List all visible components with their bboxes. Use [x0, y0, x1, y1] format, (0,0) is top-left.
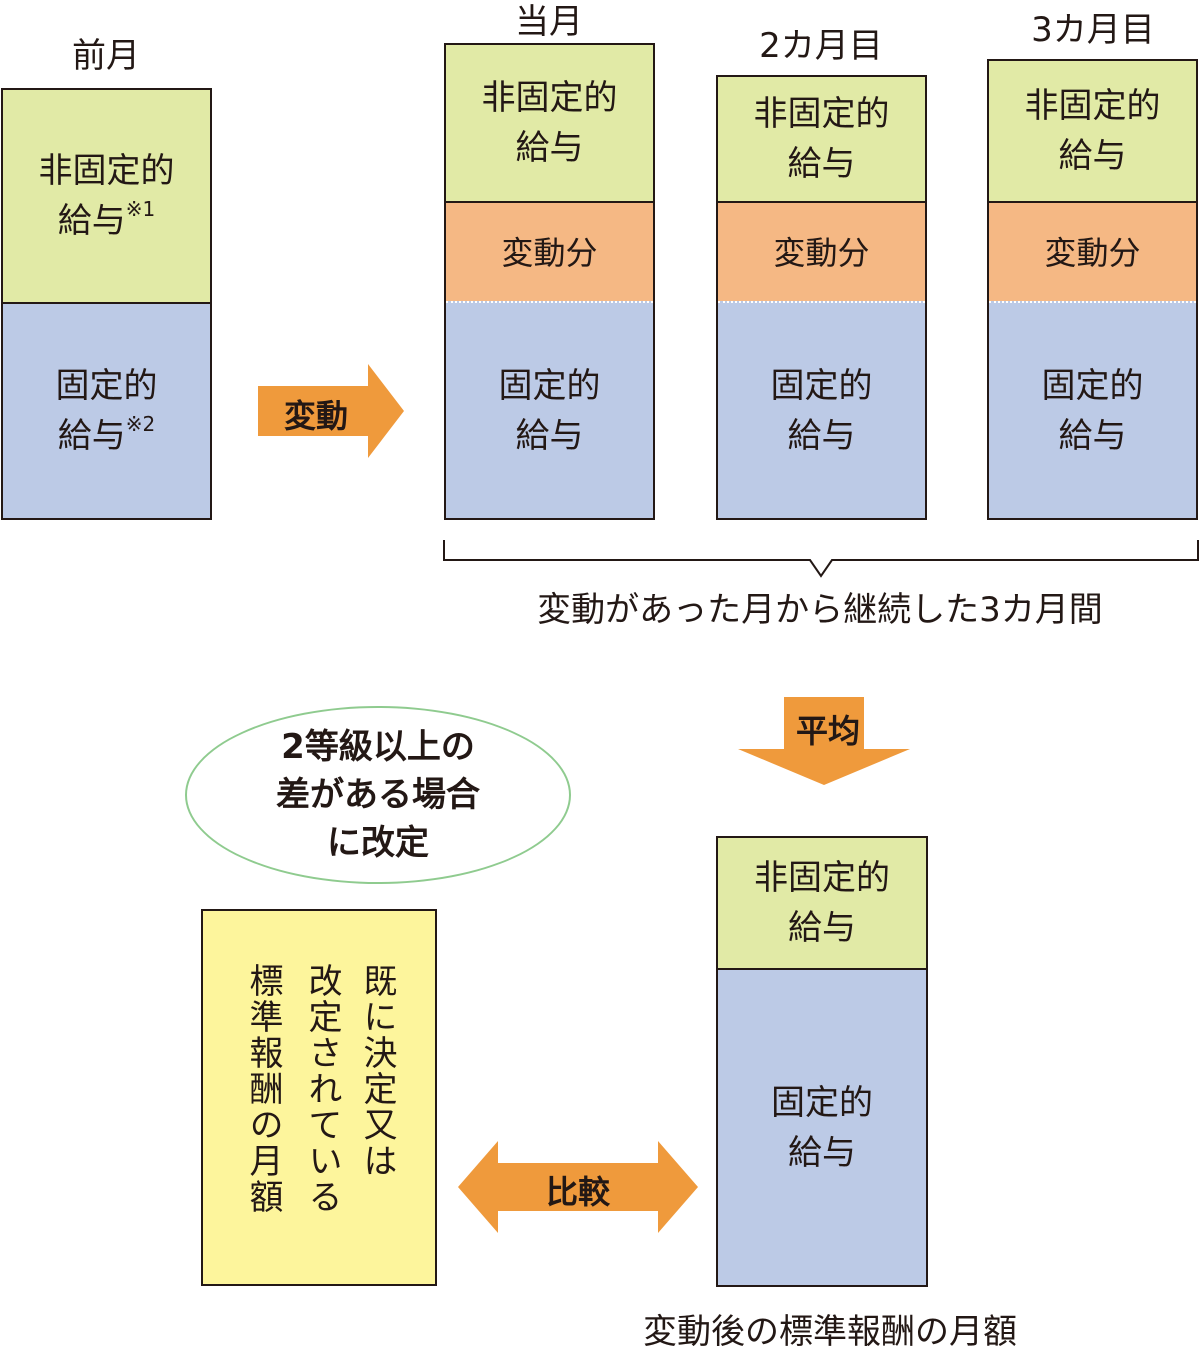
month-3-column: 非固定的 給与 変動分 固定的 給与: [987, 59, 1198, 520]
m2-change-segment: 変動分: [718, 201, 925, 303]
current-month-column: 非固定的 給与 変動分 固定的 給与: [444, 43, 655, 520]
prev-month-column: 非固定的 給与※1 固定的 給与※2: [1, 88, 212, 520]
three-month-brace-label: 変動があった月から継続した3カ月間: [537, 590, 1103, 630]
prev-nonfixed-label: 非固定的 給与※1: [38, 151, 175, 241]
result-nonfixed-segment: 非固定的 給与: [718, 838, 926, 968]
existing-standard-remuneration-box: 既に決定又は 改定されている 標準報酬の月額: [201, 909, 437, 1286]
result-nonfixed-label: 非固定的 給与: [754, 858, 890, 948]
existing-box-line-2: 改定されている: [302, 963, 342, 1215]
header-current-month: 当月: [515, 2, 583, 42]
prev-fixed-segment: 固定的 給与※2: [3, 302, 210, 518]
result-column: 非固定的 給与 固定的 給与: [716, 836, 928, 1287]
prev-fixed-label: 固定的 給与※2: [55, 366, 158, 456]
result-fixed-label: 固定的 給与: [771, 1082, 873, 1173]
m2-nonfixed-label: 非固定的 給与: [753, 94, 890, 184]
average-arrow: [738, 697, 910, 785]
result-fixed-segment: 固定的 給与: [718, 968, 926, 1285]
existing-box-line-3: 標準報酬の月額: [243, 963, 283, 1215]
header-month-3: 3カ月目: [1031, 10, 1155, 50]
compare-arrow: [458, 1141, 698, 1233]
note-1-marker: ※1: [125, 196, 156, 221]
note-2-marker: ※2: [125, 411, 156, 436]
compare-arrow-label: 比較: [545, 1173, 610, 1211]
prev-nonfixed-segment: 非固定的 給与※1: [3, 90, 210, 302]
m3-fixed-label: 固定的 給与: [1041, 365, 1144, 456]
m3-change-segment: 変動分: [989, 201, 1196, 303]
header-prev-month: 前月: [72, 36, 140, 76]
month-2-column: 非固定的 給与 変動分 固定的 給与: [716, 75, 927, 520]
change-arrow: [258, 364, 404, 458]
revision-condition-ellipse: 2等級以上の 差がある場合 に改定: [185, 706, 571, 884]
header-month-2: 2カ月目: [759, 26, 883, 66]
m1-fixed-label: 固定的 給与: [498, 365, 601, 456]
m1-fixed-segment: 固定的 給与: [446, 301, 653, 518]
m2-fixed-label: 固定的 給与: [770, 365, 873, 456]
m3-change-label: 変動分: [1044, 234, 1141, 272]
m2-nonfixed-segment: 非固定的 給与: [718, 77, 925, 201]
existing-box-line-1: 既に決定又は: [357, 963, 397, 1179]
change-arrow-label: 変動: [283, 397, 348, 435]
m1-change-label: 変動分: [501, 234, 598, 272]
m1-nonfixed-label: 非固定的 給与: [481, 78, 618, 168]
m3-nonfixed-label: 非固定的 給与: [1024, 86, 1161, 176]
m1-change-segment: 変動分: [446, 201, 653, 303]
revision-condition-text: 2等級以上の 差がある場合 に改定: [276, 727, 480, 863]
result-caption: 変動後の標準報酬の月額: [643, 1312, 1017, 1352]
average-arrow-label: 平均: [795, 712, 860, 750]
m2-change-label: 変動分: [773, 234, 870, 272]
m2-fixed-segment: 固定的 給与: [718, 301, 925, 518]
m3-nonfixed-segment: 非固定的 給与: [989, 61, 1196, 201]
m3-fixed-segment: 固定的 給与: [989, 301, 1196, 518]
m1-nonfixed-segment: 非固定的 給与: [446, 45, 653, 201]
three-month-brace: [443, 540, 1199, 578]
